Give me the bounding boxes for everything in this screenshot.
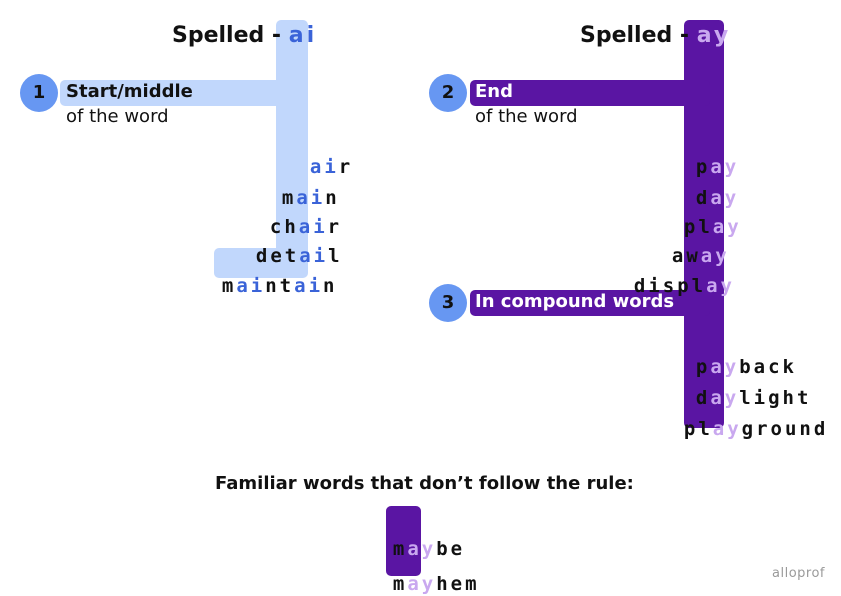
word-maybe: maybe bbox=[364, 513, 465, 560]
word-main-pre: m bbox=[281, 187, 297, 209]
word-detail-pre: det bbox=[255, 245, 300, 267]
word-detail-ai: ai bbox=[299, 245, 329, 267]
word-pay-pre: p bbox=[695, 156, 711, 178]
word-chair-pre: ch bbox=[269, 216, 299, 238]
word-display: display bbox=[605, 250, 735, 297]
rule-end-sub: of the word bbox=[475, 106, 578, 127]
word-air-ai: ai bbox=[309, 156, 339, 178]
word-daylight-pre: d bbox=[695, 387, 711, 409]
heading-ai: Spelled - ai bbox=[172, 23, 317, 49]
word-pay: pay bbox=[667, 131, 739, 178]
word-payback: payback bbox=[667, 331, 797, 378]
word-display-pre: displ bbox=[633, 275, 707, 297]
word-away-pre: aw bbox=[671, 245, 701, 267]
word-maybe-ay: ay bbox=[407, 538, 437, 560]
word-day: day bbox=[667, 162, 739, 209]
word-detail-rest: l bbox=[328, 245, 343, 267]
word-display-ay: ay bbox=[706, 275, 735, 297]
word-playground-ay: ay bbox=[712, 418, 742, 440]
word-maintain-ai2: ai bbox=[294, 275, 324, 297]
word-mayhem-rest: hem bbox=[436, 573, 480, 595]
word-detail: detail bbox=[227, 220, 343, 267]
word-play: play bbox=[655, 191, 742, 238]
ai-maintain-bar bbox=[214, 248, 306, 278]
word-payback-pre: p bbox=[695, 356, 711, 378]
heading-ay-prefix: Spelled - bbox=[580, 23, 697, 48]
word-mayhem-ay: ay bbox=[407, 573, 437, 595]
word-chair: chair bbox=[241, 191, 342, 238]
word-day-ay: ay bbox=[710, 187, 740, 209]
heading-ai-prefix: Spelled - bbox=[172, 23, 289, 48]
word-maintain-m: m bbox=[221, 275, 237, 297]
word-mayhem-pre: m bbox=[392, 573, 408, 595]
badge-1: 1 bbox=[20, 74, 58, 112]
word-daylight-rest: light bbox=[739, 387, 812, 409]
badge-2: 2 bbox=[429, 74, 467, 112]
word-playground: playground bbox=[655, 393, 828, 440]
word-daylight: daylight bbox=[667, 362, 811, 409]
rule-end-label: End bbox=[475, 81, 513, 102]
word-playground-pre: pl bbox=[683, 418, 713, 440]
word-payback-ay: ay bbox=[710, 356, 740, 378]
word-playground-rest: ground bbox=[741, 418, 829, 440]
ai-start-middle-bar bbox=[60, 80, 306, 106]
word-chair-ai: ai bbox=[298, 216, 328, 238]
word-air: air bbox=[281, 131, 353, 178]
word-day-pre: d bbox=[695, 187, 711, 209]
word-chair-rest: r bbox=[327, 216, 343, 238]
word-main-rest: n bbox=[325, 187, 340, 209]
word-main: main bbox=[253, 162, 340, 209]
ay-end-bar bbox=[470, 80, 710, 106]
word-maybe-pre: m bbox=[392, 538, 408, 560]
word-maybe-rest: be bbox=[436, 538, 466, 560]
heading-ay: Spelled - ay bbox=[580, 23, 731, 49]
word-away: away bbox=[643, 220, 730, 267]
word-maintain-n: n bbox=[323, 275, 338, 297]
exceptions-bar bbox=[386, 506, 421, 576]
ai-vertical-bar bbox=[276, 20, 308, 278]
word-away-ay: ay bbox=[700, 245, 730, 267]
word-main-ai: ai bbox=[296, 187, 326, 209]
word-mayhem: mayhem bbox=[364, 548, 480, 595]
word-play-pre: pl bbox=[683, 216, 713, 238]
word-air-rest: r bbox=[338, 156, 354, 178]
word-maintain: maintain bbox=[193, 250, 337, 297]
rule-start-middle-label: Start/middle bbox=[66, 81, 193, 102]
word-daylight-ay: ay bbox=[710, 387, 740, 409]
word-payback-rest: back bbox=[739, 356, 797, 378]
word-pay-ay: ay bbox=[710, 156, 740, 178]
heading-ay-highlight: ay bbox=[696, 23, 732, 48]
word-maintain-ai1: ai bbox=[236, 275, 266, 297]
word-play-ay: ay bbox=[712, 216, 742, 238]
exceptions-title: Familiar words that don’t follow the rul… bbox=[215, 473, 634, 494]
alloprof-logo: alloprof bbox=[772, 566, 825, 581]
badge-3: 3 bbox=[429, 284, 467, 322]
word-maintain-nt: nt bbox=[265, 275, 295, 297]
rule-start-middle-sub: of the word bbox=[66, 106, 169, 127]
ay-compound-bar bbox=[470, 290, 710, 316]
rule-compound-label: In compound words bbox=[475, 291, 675, 312]
heading-ai-highlight: ai bbox=[288, 23, 318, 48]
